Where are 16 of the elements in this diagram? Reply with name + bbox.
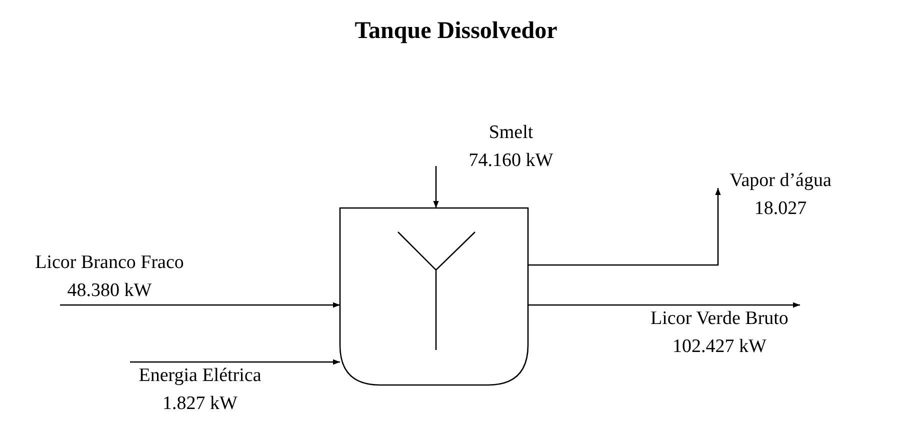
diagram-title: Tanque Dissolvedor bbox=[354, 18, 558, 45]
stream-name: Vapor d’água bbox=[728, 169, 832, 193]
stream-name: Licor Branco Fraco bbox=[34, 251, 185, 275]
stream-arrow bbox=[130, 359, 340, 365]
stream-name: Smelt bbox=[488, 121, 534, 145]
stream-arrow bbox=[528, 302, 800, 308]
stream-arrow bbox=[528, 188, 721, 266]
power-value: 48.380 kW bbox=[66, 279, 153, 303]
power-value: 18.027 bbox=[753, 197, 808, 221]
power-value: 74.160 kW bbox=[468, 149, 554, 173]
power-value: 1.827 kW bbox=[162, 392, 238, 416]
stream-name: Energia Elétrica bbox=[138, 364, 262, 388]
stream-name: Licor Verde Bruto bbox=[650, 307, 790, 331]
stream-arrow bbox=[433, 166, 439, 208]
power-value: 102.427 kW bbox=[672, 335, 768, 359]
stream-arrow bbox=[60, 302, 340, 308]
